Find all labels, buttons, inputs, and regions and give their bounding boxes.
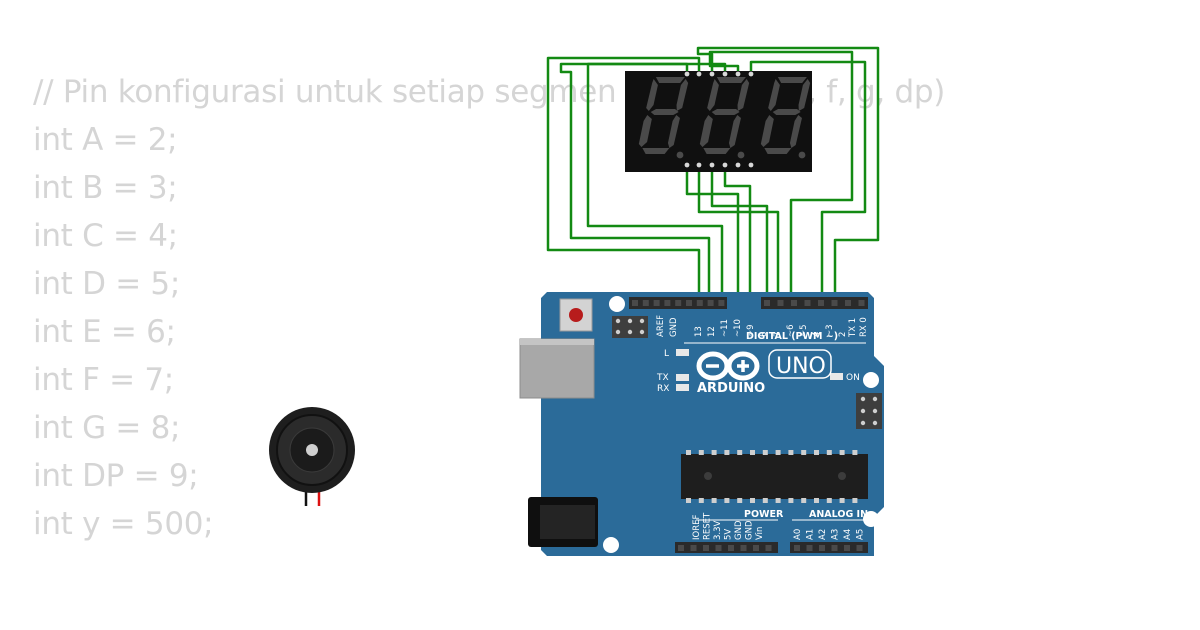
code-line: int F = 7; xyxy=(33,362,174,398)
led-l-label: L xyxy=(664,349,669,359)
power-pin-label: 5V xyxy=(724,529,734,540)
power-pin-label: IOREF xyxy=(692,515,702,540)
digital-pin-label: 13 xyxy=(694,326,704,337)
wire[interactable] xyxy=(546,56,701,300)
model-badge xyxy=(768,349,832,379)
code-line: int B = 3; xyxy=(33,170,178,206)
digital-pin-label: GND xyxy=(669,317,679,337)
code-line: int y = 500; xyxy=(33,506,214,542)
digital-pin-label: ~6 xyxy=(786,324,796,337)
digital-pin-label: AREF xyxy=(656,315,666,337)
digital-pin-label: ~9 xyxy=(746,324,756,337)
wire[interactable] xyxy=(723,165,752,300)
wire[interactable] xyxy=(710,165,769,300)
reset-button[interactable] xyxy=(559,298,593,332)
digit-1 xyxy=(638,77,689,159)
power-pin-label: RESET xyxy=(703,512,713,540)
onboard-leds: L TX RX ON xyxy=(656,349,860,394)
led-tx-label: TX xyxy=(656,373,669,383)
digital-pin-label: RX 0 xyxy=(859,317,869,337)
analog-pin-label: A5 xyxy=(856,529,866,540)
digital-pin-label: ~11 xyxy=(720,319,730,337)
usb-port xyxy=(519,338,595,399)
code-line: int D = 5; xyxy=(33,266,180,302)
wire[interactable] xyxy=(697,165,780,300)
code-line: int E = 6; xyxy=(33,314,176,350)
digital-pin-label: 12 xyxy=(707,326,717,337)
buzzer[interactable] xyxy=(269,407,355,506)
code-line: int A = 2; xyxy=(33,122,178,158)
digital-title: DIGITAL (PWM ~) xyxy=(746,331,838,342)
digital-pin-label: TX 1 xyxy=(848,318,858,338)
wire[interactable] xyxy=(749,60,867,300)
analog-title: ANALOG IN xyxy=(809,509,868,520)
code-line: int DP = 9; xyxy=(33,458,199,494)
analog-pin-label: A2 xyxy=(818,529,828,540)
digit-2 xyxy=(699,77,750,159)
digital-pin-label: 8 xyxy=(759,332,769,337)
digital-pin-label: ~5 xyxy=(799,324,809,337)
led-on-label: ON xyxy=(846,373,860,383)
power-pin-label: GND xyxy=(734,520,744,540)
analog-pin-label: A3 xyxy=(831,529,841,540)
power-pin-label: GND xyxy=(745,520,755,540)
code-line: int C = 4; xyxy=(33,218,178,254)
analog-pin-label: A0 xyxy=(793,529,803,540)
brand-label: ARDUINO xyxy=(697,381,765,396)
wire[interactable] xyxy=(708,50,854,300)
model-label: UNO xyxy=(776,354,826,379)
digit-3 xyxy=(760,77,811,159)
digital-pin-label: 7 xyxy=(773,332,783,337)
digital-pin-label: ~10 xyxy=(733,319,743,337)
atmega-chip xyxy=(681,450,868,503)
analog-pin-label: A1 xyxy=(806,529,816,540)
power-pin-label: 3.3V xyxy=(713,520,723,540)
seven-segment-display[interactable] xyxy=(625,71,812,172)
code-line: int G = 8; xyxy=(33,410,181,446)
digital-pin-label: ~3 xyxy=(825,324,835,337)
wires xyxy=(546,46,880,300)
digital-pin-label: 4 xyxy=(812,332,822,337)
power-pin-label: Vin xyxy=(755,527,765,540)
led-rx-label: RX xyxy=(657,384,669,394)
power-title: POWER xyxy=(744,509,784,520)
digital-pin-label: 2 xyxy=(838,332,848,337)
analog-pin-label: A4 xyxy=(843,529,853,540)
arduino-logo xyxy=(696,351,760,381)
